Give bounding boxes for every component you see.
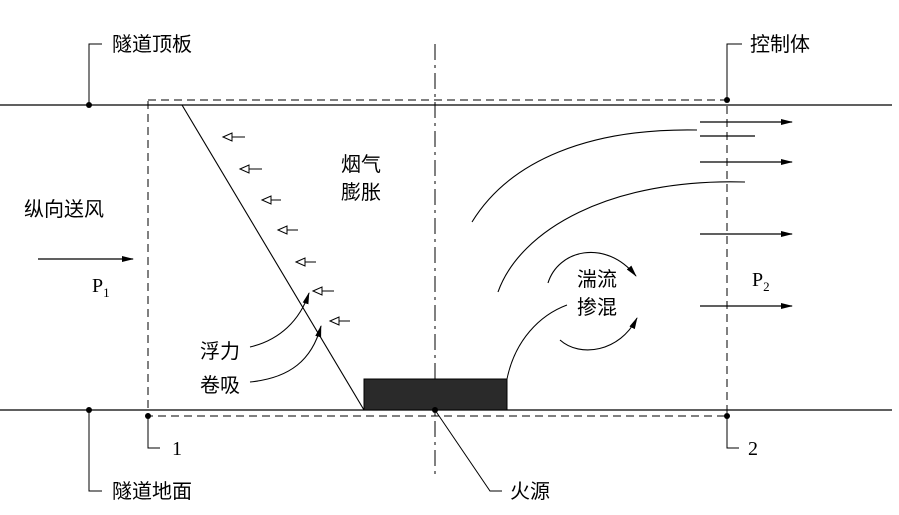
entrainment-arrow — [249, 325, 322, 383]
fire-source-block — [363, 378, 508, 411]
section-2-leader — [724, 413, 739, 449]
control-volume-leader — [724, 43, 742, 103]
tunnel-floor-leader — [86, 407, 102, 492]
tunnel-floor-label: 隧道地面 — [112, 479, 192, 503]
buoyancy-arrow — [249, 292, 310, 348]
fire-source-label: 火源 — [510, 479, 550, 503]
turbulence-label-line1: 湍流 — [577, 267, 617, 291]
entrainment-label: 卷吸 — [200, 373, 240, 397]
buoyancy-label: 浮力 — [200, 339, 240, 363]
smoke-label-line2: 膨胀 — [341, 180, 381, 204]
flow-curve-middle — [497, 181, 746, 293]
smoke-front-arrows — [221, 132, 350, 326]
smoke-front-line — [181, 104, 365, 411]
section-1-leader — [145, 413, 160, 449]
section-2-label: 2 — [748, 438, 758, 460]
outlet-arrows — [700, 119, 793, 309]
p1-label: P1 — [92, 275, 110, 300]
tunnel-roof-label: 隧道顶板 — [112, 32, 192, 56]
p2-label: P2 — [752, 269, 770, 294]
turbulence-label-line2: 掺混 — [577, 295, 617, 319]
longitudinal-wind-label: 纵向送风 — [24, 197, 104, 221]
section-1-label: 1 — [172, 438, 182, 460]
turbulence-swirl-lower — [559, 317, 638, 351]
turbulence-swirl-upper — [547, 251, 637, 284]
flow-curve-outer — [471, 129, 698, 223]
fire-source-leader — [432, 407, 502, 492]
tunnel-roof-leader — [86, 43, 102, 108]
mixing-leader — [506, 304, 568, 380]
smoke-label-line1: 烟气 — [341, 152, 381, 176]
control-volume-box — [147, 99, 728, 417]
control-volume-label: 控制体 — [750, 32, 810, 56]
